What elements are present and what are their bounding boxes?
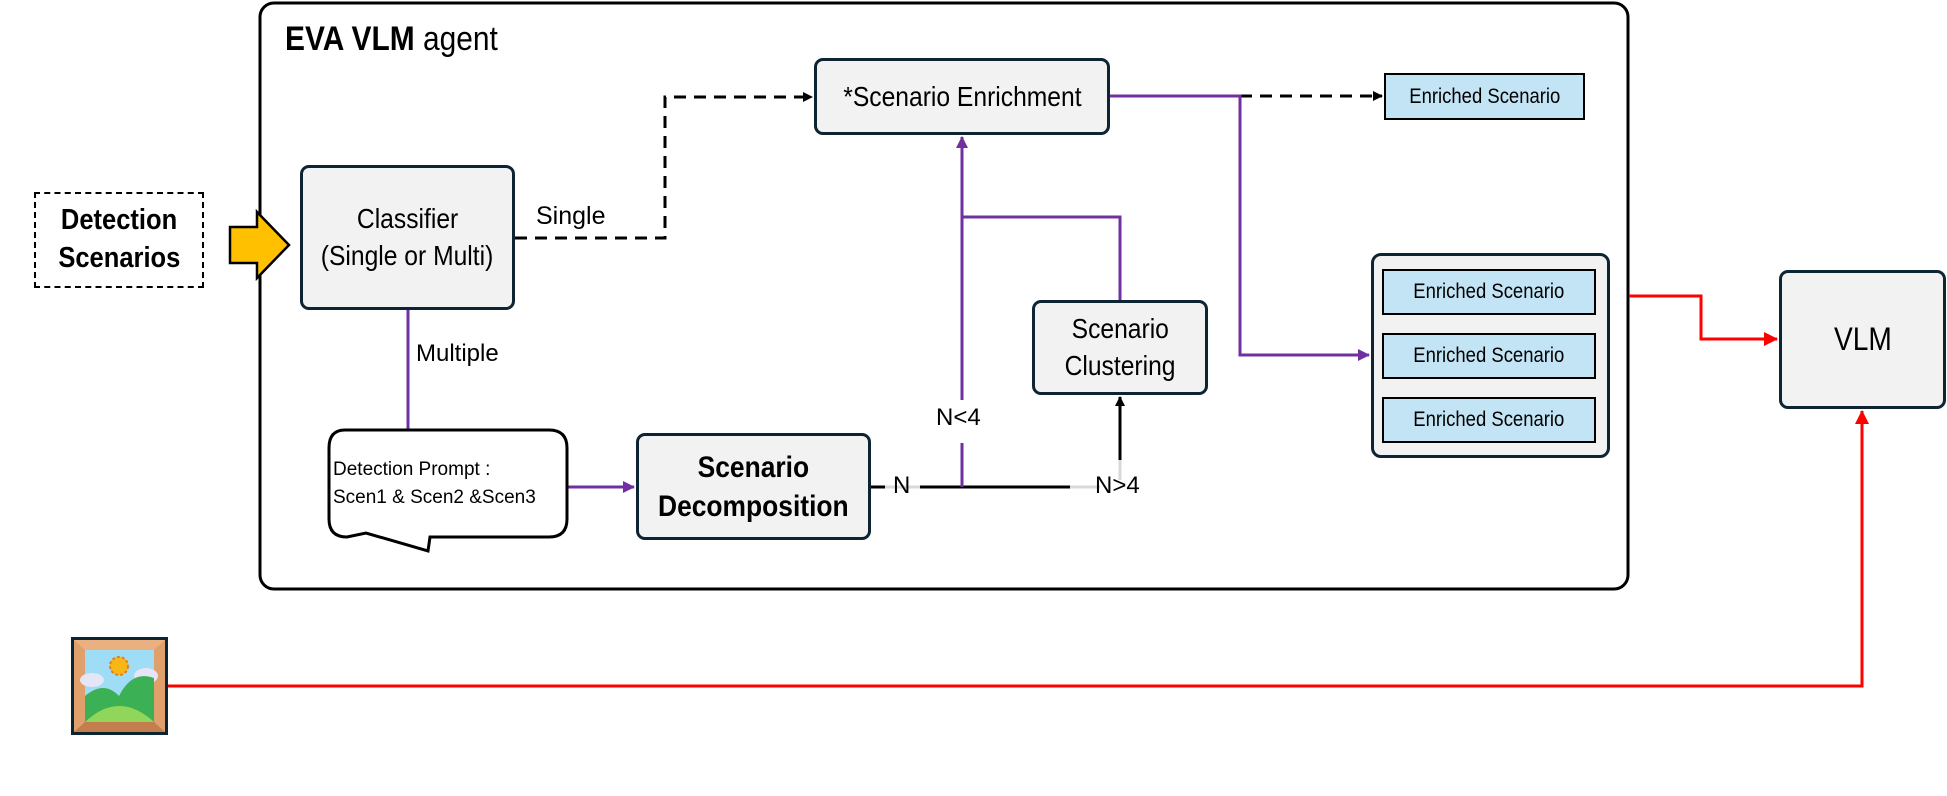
prompt-bubble-shape — [327, 428, 569, 553]
clustering-to-enrichment-edge — [962, 215, 1122, 300]
decomposition-line1: Scenario — [697, 450, 810, 484]
agent-title-rest: agent — [414, 20, 498, 58]
single-edge — [515, 92, 813, 240]
detection-prompt-bubble: Detection Prompt : Scen1 & Scen2 &Scen3 — [333, 456, 536, 511]
scenario-clustering-node[interactable]: Scenario Clustering — [1032, 300, 1208, 395]
prompt-line2: Scen1 & Scen2 &Scen3 — [333, 486, 536, 508]
input-label-line1: Detection — [60, 204, 178, 237]
enrichment-purple-branch — [1110, 94, 1370, 361]
agent-title-bold: EVA VLM — [285, 20, 415, 58]
input-arrow-icon — [228, 208, 291, 282]
scenario-decomposition-node[interactable]: Scenario Decomposition — [636, 433, 871, 540]
agent-title: EVA VLM agent — [285, 22, 527, 56]
enriched-item-label: Enriched Scenario — [1413, 408, 1565, 431]
detection-scenarios-input[interactable]: Detection Scenarios — [34, 192, 204, 288]
classifier-line2: (Single or Multi) — [321, 239, 494, 271]
agent-container — [258, 1, 1630, 591]
clustering-line2: Clustering — [1064, 349, 1176, 381]
group-to-vlm-edge — [1629, 294, 1778, 346]
framed-landscape-picture-icon — [74, 640, 165, 732]
enriched-scenario-item[interactable]: Enriched Scenario — [1382, 333, 1596, 379]
clustering-line1: Scenario — [1071, 313, 1169, 345]
prompt-line1: Detection Prompt : — [333, 459, 491, 480]
n-greater-edge-label: N>4 — [1095, 472, 1140, 499]
vlm-label: VLM — [1833, 321, 1892, 357]
multiple-edge-label: Multiple — [416, 340, 499, 367]
n-less-edge-label: N<4 — [936, 404, 981, 431]
enriched-item-label: Enriched Scenario — [1413, 344, 1565, 367]
single-edge-label: Single — [536, 202, 606, 230]
image-to-vlm-edge — [168, 410, 1869, 688]
enriched-scenario-item[interactable]: Enriched Scenario — [1382, 269, 1596, 315]
enriched-single-label: Enriched Scenario — [1408, 84, 1561, 108]
enriched-scenario-single[interactable]: Enriched Scenario — [1384, 73, 1585, 120]
scenario-enrichment-node[interactable]: *Scenario Enrichment — [814, 58, 1110, 135]
n-edge-label: N — [893, 472, 911, 499]
vlm-node[interactable]: VLM — [1779, 270, 1946, 409]
classifier-line1: Classifier — [356, 203, 459, 235]
decomposition-line2: Decomposition — [658, 489, 849, 523]
image-input-icon[interactable] — [71, 637, 168, 735]
enriched-item-label: Enriched Scenario — [1413, 280, 1565, 303]
input-label-line2: Scenarios — [57, 242, 180, 274]
enriched-scenario-item[interactable]: Enriched Scenario — [1382, 397, 1596, 443]
enrichment-label: *Scenario Enrichment — [842, 80, 1082, 112]
classifier-node[interactable]: Classifier (Single or Multi) — [300, 165, 515, 310]
